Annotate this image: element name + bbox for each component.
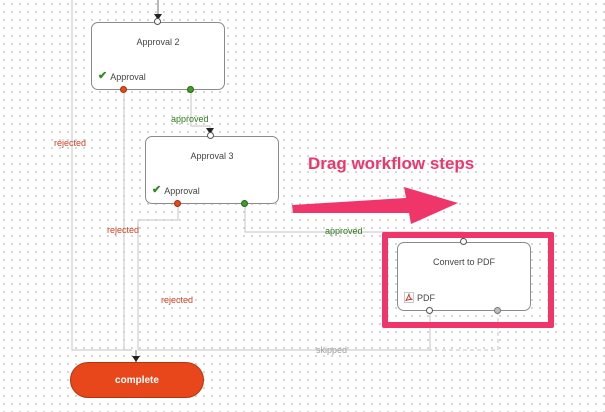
edge-label-rejected: rejected [54,138,87,148]
workflow-step-approval-2[interactable]: Approval 2 ✔ Approval [91,22,225,90]
success-output-port[interactable] [426,307,433,314]
edge-label-approved: approved [325,226,363,236]
approved-output-port[interactable] [187,86,194,93]
pdf-file-icon [404,292,414,303]
node-title: Approval 2 [136,37,180,47]
edge-label-rejected: rejected [161,295,194,305]
connector-arrowhead [154,14,162,20]
node-type: ✔ Approval [98,71,146,82]
edge-label-approved: approved [171,114,209,124]
complete-terminal-node[interactable]: complete [70,362,204,398]
connector-rejected-left [71,0,132,351]
workflow-step-convert-to-pdf[interactable]: Convert to PDF PDF [397,242,531,311]
node-type-label: Approval [164,185,200,196]
edge-label-skipped: skipped [316,345,348,355]
node-title: Convert to PDF [432,257,496,267]
input-port[interactable] [207,132,214,139]
drag-arrow [292,187,458,224]
rejected-output-port[interactable] [174,200,181,207]
workflow-step-approval-3[interactable]: Approval 3 ✔ Approval [145,136,279,204]
node-type: ✔ Approval [152,185,200,196]
connector-approved-approval2 [190,90,211,134]
node-type-label: Approval [110,71,146,82]
skipped-output-port[interactable] [494,307,501,314]
node-type: PDF [404,292,435,303]
approved-output-port[interactable] [241,200,248,207]
connector-arrowhead [132,356,140,362]
connector-rejected-approval3 [137,204,179,350]
node-title: Approval 3 [190,151,234,161]
input-port[interactable] [154,18,161,25]
connector-pdf-skipped [430,311,499,351]
drag-highlight-box [382,232,554,328]
edge-label-rejected: rejected [107,225,140,235]
connector-arrowhead [206,128,214,134]
checkmark-icon: ✔ [98,70,108,82]
rejected-output-port[interactable] [120,86,127,93]
checkmark-icon: ✔ [152,184,162,196]
connector-rejected-approval2 [123,90,132,351]
callout-text: Drag workflow steps [308,154,475,173]
input-port[interactable] [460,238,467,245]
node-type-label: PDF [417,292,435,303]
